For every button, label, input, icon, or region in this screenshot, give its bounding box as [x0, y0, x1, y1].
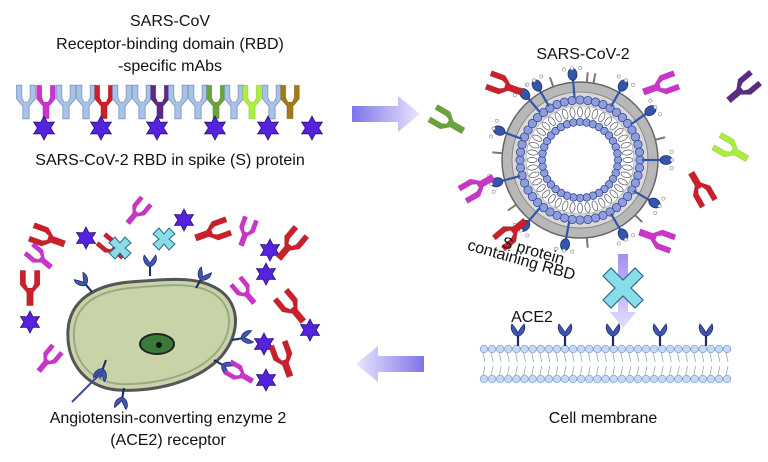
rbd-star-icon — [21, 311, 40, 333]
ace2-receptor-icon — [606, 324, 620, 346]
antibody-olive — [281, 85, 300, 119]
rbd-star-icon — [175, 209, 194, 231]
antibody-row — [17, 85, 323, 140]
antibody-purple — [722, 70, 762, 108]
antibody-red — [683, 168, 718, 208]
antibody-red — [95, 85, 114, 119]
cell-membrane — [480, 324, 731, 383]
antibody-magenta — [636, 223, 676, 254]
rbd-star-icon — [147, 116, 168, 140]
antibody-magenta — [33, 344, 64, 376]
ace2-receptor-label-2: (ACE2) receptor — [110, 432, 226, 449]
antibody-blue — [263, 85, 282, 119]
antibody-green — [207, 85, 226, 119]
antibody-red — [20, 270, 40, 305]
host-cell — [68, 279, 236, 390]
sars-cov-label: SARS-CoV — [130, 13, 210, 30]
ace2-receptor-icon — [653, 324, 667, 346]
antibody-magenta — [37, 85, 56, 119]
rbd-star-icon — [261, 239, 280, 261]
antibody-blue — [169, 85, 188, 119]
ace2-label: ACE2 — [511, 309, 553, 326]
virus-particle — [428, 66, 762, 253]
antibody-magenta — [24, 243, 56, 274]
antibody-red — [273, 288, 311, 328]
antibody-purple — [151, 85, 170, 119]
antibody-blue — [189, 85, 208, 119]
antibody-blue — [225, 85, 244, 119]
antibody-magenta — [640, 71, 680, 102]
antibody-magenta — [233, 216, 258, 249]
rbd-star-icon — [301, 319, 320, 341]
ace2-receptor-icon — [144, 255, 157, 276]
left-arrow-icon — [356, 346, 424, 382]
antibody-blue — [77, 85, 96, 119]
rbd-star-icon — [257, 369, 276, 391]
antibody-lime — [712, 133, 752, 168]
ace2-receptor-label-1: Angiotensin-converting enzyme 2 — [50, 410, 287, 427]
antibody-red — [269, 340, 300, 380]
antibody-blue — [17, 85, 36, 119]
rbd-star-icon — [77, 227, 96, 249]
antibody-green — [428, 105, 468, 140]
ace2-receptor-icon — [558, 324, 572, 346]
block-x-icon-right — [153, 228, 175, 250]
sars-cov2-label: SARS-CoV-2 — [536, 46, 629, 63]
rbd-star-icon — [258, 116, 279, 140]
ace2-receptor-icon — [511, 324, 525, 346]
antibody-red — [192, 217, 232, 248]
antibody-blue — [113, 85, 132, 119]
antibody-magenta — [122, 196, 153, 228]
rbd-star-icon — [34, 116, 55, 140]
right-arrow-icon — [352, 96, 420, 132]
rbd-star-icon — [91, 116, 112, 140]
antibody-magenta — [230, 276, 261, 308]
rbd-star-icon — [205, 116, 226, 140]
ace2-receptor-icon — [699, 324, 713, 346]
rbd-star-icon — [257, 263, 276, 285]
mabs-label: -specific mAbs — [118, 58, 222, 75]
rbd-label: Receptor-binding domain (RBD) — [56, 36, 284, 53]
antibody-lime — [243, 85, 262, 119]
antibody-blue — [57, 85, 76, 119]
antibody-red — [485, 71, 525, 102]
cell-membrane-label: Cell membrane — [549, 410, 658, 427]
rbd-star-icon — [302, 116, 323, 140]
rbd-spike-label: SARS-CoV-2 RBD in spike (S) protein — [35, 152, 304, 169]
antibody-blue — [133, 85, 152, 119]
